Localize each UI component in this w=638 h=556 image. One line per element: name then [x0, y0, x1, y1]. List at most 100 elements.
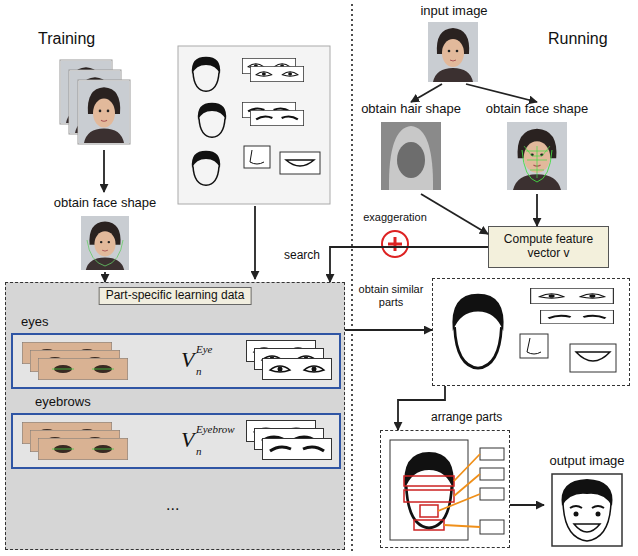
image-step: output image	[544, 454, 630, 548]
training-face-photo	[81, 216, 129, 270]
parts-box: arrange parts	[380, 430, 510, 548]
training-photos	[78, 80, 130, 144]
eye-samples	[22, 342, 112, 364]
flow-arrow	[536, 194, 538, 226]
panel-title: Training	[38, 30, 95, 48]
hair-shape-image	[389, 126, 433, 190]
similar-parts	[570, 344, 616, 372]
hair-shape-image	[381, 122, 441, 190]
flow-arrow	[421, 194, 488, 234]
eye-samples	[263, 359, 332, 380]
sketch-panel	[244, 146, 270, 168]
eyebrow-samples	[38, 438, 128, 460]
output-face	[563, 502, 611, 541]
training-photos	[79, 81, 129, 143]
input-photo	[428, 22, 478, 82]
eye-samples	[38, 358, 128, 380]
flow-arrow	[330, 247, 488, 282]
step-caption: obtain similar parts	[355, 283, 427, 308]
arranged-face	[480, 520, 504, 534]
vector-superscript: Eyebrow	[196, 423, 235, 436]
training-photos	[60, 60, 112, 124]
step-caption: input image	[400, 4, 508, 19]
arranged-face	[480, 488, 504, 500]
part-box: eyebrowsVnEyebrow	[11, 413, 341, 469]
similar-parts	[531, 288, 614, 303]
output-face	[562, 479, 613, 506]
eyebrow-samples	[30, 430, 120, 452]
arranged-face	[404, 490, 454, 502]
step-caption: obtain face shape	[478, 102, 596, 117]
output-face	[574, 524, 600, 532]
arranged-face	[480, 468, 504, 480]
eyebrow-samples	[263, 439, 332, 460]
training-photos	[61, 61, 111, 123]
exaggeration-symbol	[382, 231, 408, 257]
flow-arrow	[104, 272, 106, 282]
training-face-photo	[87, 240, 123, 266]
flow-arrow	[345, 329, 432, 331]
step-caption: obtain face shape	[45, 196, 165, 211]
sketch-panel	[198, 103, 226, 138]
similar-parts	[576, 352, 610, 361]
exaggeration-symbol	[388, 243, 402, 246]
similar-parts	[452, 294, 503, 368]
vector-subscript: n	[196, 445, 202, 458]
step-caption: arrange parts	[431, 411, 502, 425]
sketch-panel	[250, 150, 264, 164]
vector-symbol: V	[181, 347, 194, 372]
image-step: obtain hair shape	[356, 102, 466, 194]
sketch-panel	[178, 46, 330, 204]
sketch-panel	[192, 57, 220, 92]
eye-samples	[30, 350, 120, 372]
eyebrow-samples	[22, 422, 112, 444]
vector-subscript: n	[196, 365, 202, 378]
input-photo	[428, 22, 478, 82]
image-step: input image	[400, 4, 508, 84]
sketch-panel	[242, 58, 295, 73]
arranged-face	[390, 440, 504, 540]
similar-parts	[520, 334, 548, 358]
panel-divider	[352, 4, 353, 552]
arranged-face	[480, 448, 504, 460]
output-face	[552, 474, 622, 546]
eyebrow-samples	[22, 421, 332, 461]
training-photos	[60, 60, 130, 192]
panel-title: Running	[548, 30, 608, 48]
hair-shape-image	[381, 122, 441, 190]
hair-shape-image	[397, 142, 425, 178]
sketch-panel	[178, 46, 330, 279]
training-photos	[69, 70, 121, 134]
training-photos	[70, 71, 120, 133]
eye-samples	[247, 341, 316, 362]
output-face	[552, 474, 622, 546]
ellipsis: ...	[166, 496, 179, 514]
vector-superscript: Eye	[196, 343, 212, 356]
eye-samples	[22, 341, 332, 381]
panel-divider	[351, 4, 353, 552]
sketch-panel	[280, 152, 320, 174]
exaggeration-symbol	[394, 237, 397, 251]
output-face	[574, 512, 579, 517]
eyebrow-samples	[255, 429, 324, 450]
arranged-face	[420, 505, 438, 517]
arranged-face	[404, 476, 454, 486]
similar-parts	[527, 338, 541, 354]
edge-label: search	[282, 249, 322, 263]
arranged-face	[390, 440, 468, 540]
training-face-photo	[81, 216, 129, 270]
process-text: Compute feature vector v	[489, 230, 608, 264]
exaggeration-symbol	[382, 231, 408, 257]
eyebrow-samples	[247, 421, 316, 442]
training-photos	[103, 150, 105, 192]
face-shape-image	[522, 150, 552, 182]
flow-arrow	[398, 386, 445, 430]
face-shape-image	[524, 146, 550, 156]
face-shape-image	[526, 146, 548, 178]
eye-samples	[255, 349, 324, 370]
